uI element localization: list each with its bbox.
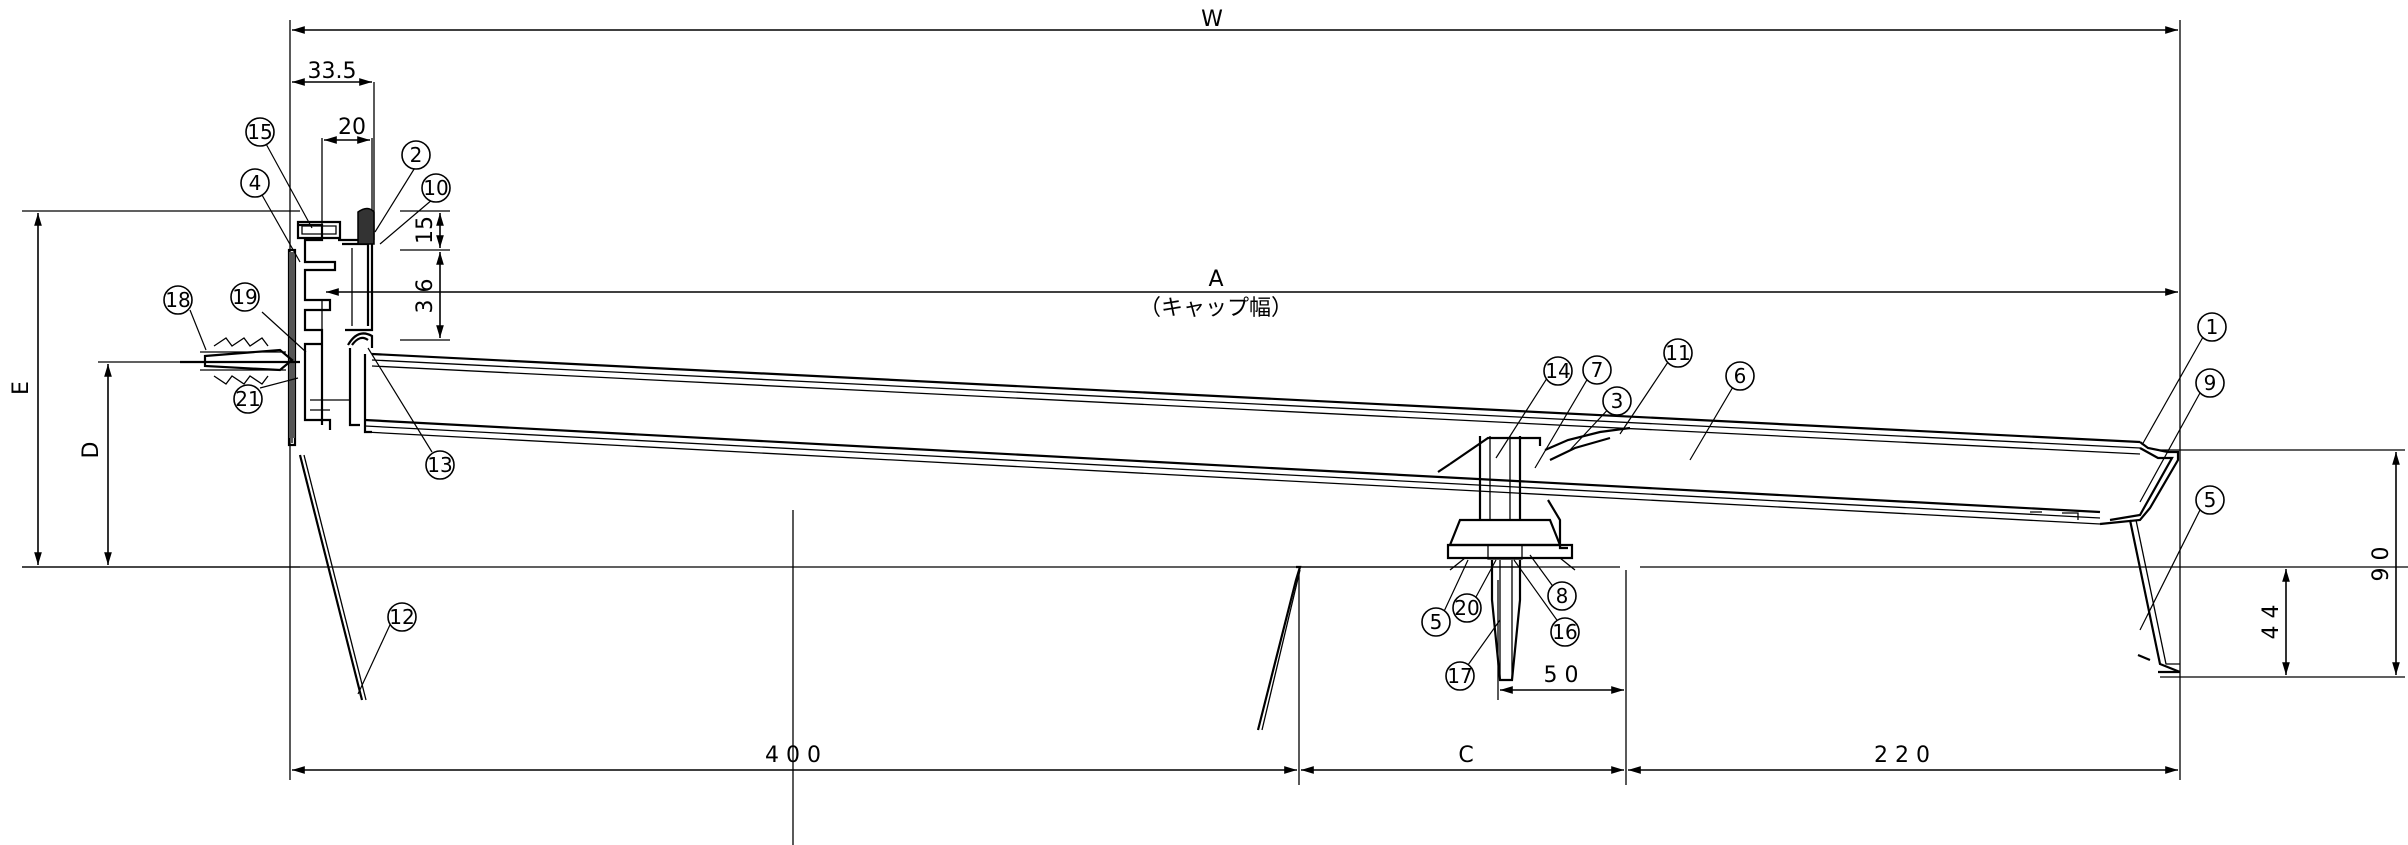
coping-parts xyxy=(287,207,2181,731)
callout-15: 15 xyxy=(245,117,275,147)
callout-9: 9 xyxy=(2195,368,2225,398)
callout-3: 3 xyxy=(1602,386,1632,416)
svg-text:21: 21 xyxy=(235,387,260,411)
dim-400: 4 0 0 xyxy=(765,743,821,768)
svg-text:5: 5 xyxy=(1430,610,1443,634)
callout-16: 16 xyxy=(1550,617,1580,647)
svg-text:9: 9 xyxy=(2204,371,2217,395)
svg-text:13: 13 xyxy=(427,453,452,477)
callout-4: 4 xyxy=(240,168,270,198)
dim-e: E xyxy=(9,381,34,395)
callout-17: 17 xyxy=(1445,661,1475,691)
dim-90: 9 0 xyxy=(2369,547,2394,582)
svg-text:19: 19 xyxy=(232,285,257,309)
callout-8: 8 xyxy=(1547,581,1577,611)
svg-text:5: 5 xyxy=(2204,488,2217,512)
callout-18: 18 xyxy=(163,285,193,315)
svg-text:11: 11 xyxy=(1665,341,1690,365)
dim-a: A xyxy=(1208,267,1223,292)
dim-44: 4 4 xyxy=(2259,605,2284,640)
dim-cap-width: （キャップ幅） xyxy=(1139,296,1293,321)
dim-d: D xyxy=(79,442,104,459)
svg-text:20: 20 xyxy=(1454,596,1479,620)
dim-20: 20 xyxy=(338,115,366,140)
dim-c: C xyxy=(1458,743,1473,768)
callout-6: 6 xyxy=(1725,361,1755,391)
callout-13: 13 xyxy=(425,450,455,480)
callout-7: 7 xyxy=(1582,355,1612,385)
dim-50: 5 0 xyxy=(1544,663,1579,688)
dimension-labels: W 33.5 20 A （キャップ幅） 15 3 6 E D 4 0 0 C 2… xyxy=(9,7,2394,768)
svg-text:16: 16 xyxy=(1552,620,1577,644)
callout-20: 20 xyxy=(1452,593,1482,623)
dim-33-5: 33.5 xyxy=(308,59,357,84)
svg-text:18: 18 xyxy=(165,288,190,312)
svg-text:1: 1 xyxy=(2206,315,2219,339)
callout-5-mid: 5 xyxy=(1421,607,1451,637)
dim-220: 2 2 0 xyxy=(1874,743,1930,768)
svg-text:17: 17 xyxy=(1447,664,1472,688)
callout-12: 12 xyxy=(387,602,417,632)
callout-14: 14 xyxy=(1543,356,1573,386)
dimension-lines xyxy=(22,20,2408,845)
svg-text:12: 12 xyxy=(389,605,414,629)
svg-text:15: 15 xyxy=(247,120,272,144)
svg-text:7: 7 xyxy=(1591,358,1604,382)
dim-w: W xyxy=(1201,7,1223,32)
svg-text:8: 8 xyxy=(1556,584,1569,608)
callout-10: 10 xyxy=(421,173,451,203)
svg-text:2: 2 xyxy=(410,143,423,167)
svg-text:6: 6 xyxy=(1734,364,1747,388)
svg-text:3: 3 xyxy=(1611,389,1624,413)
leader-lines xyxy=(189,141,2208,695)
callout-5-right: 5 xyxy=(2195,485,2225,515)
dim-36: 3 6 xyxy=(413,279,438,314)
svg-text:4: 4 xyxy=(249,171,262,195)
callout-2: 2 xyxy=(401,140,431,170)
callout-19: 19 xyxy=(230,282,260,312)
svg-text:14: 14 xyxy=(1545,359,1570,383)
callout-1: 1 xyxy=(2197,312,2227,342)
callout-11: 11 xyxy=(1663,338,1693,368)
svg-text:10: 10 xyxy=(423,176,448,200)
callout-21: 21 xyxy=(233,384,263,414)
sealant-strip xyxy=(289,252,295,438)
dim-15: 15 xyxy=(413,216,438,244)
anchor-bolt-18 xyxy=(180,337,300,385)
